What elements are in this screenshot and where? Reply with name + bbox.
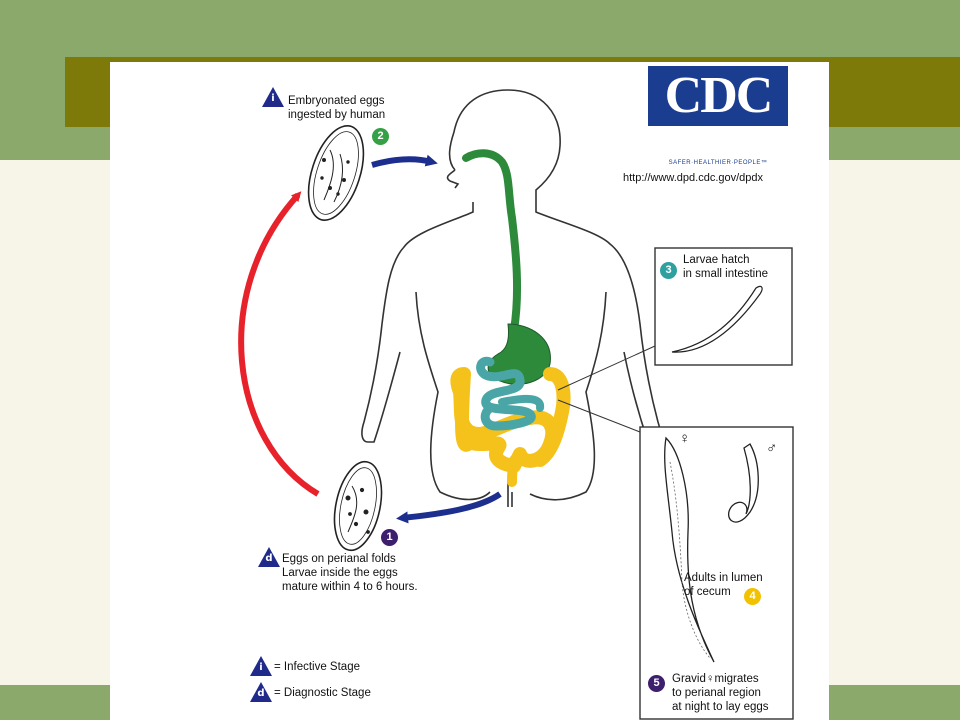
pinworm-life-cycle-figure: CDC SAFER·HEALTHIER·PEOPLE™ http://www.d… <box>110 62 829 720</box>
legend-infective-icon: i <box>250 656 272 676</box>
larva <box>671 285 763 353</box>
step-3-badge: 3 <box>660 262 677 279</box>
larva-pointer <box>557 345 656 391</box>
source-url[interactable]: http://www.dpd.cdc.gov/dpdx <box>623 172 764 184</box>
step-1-badge: 1 <box>381 529 398 546</box>
step-1-label: Eggs on perianal folds Larvae inside the… <box>282 553 418 593</box>
step-3-label: Larvae hatch in small intestine <box>683 254 769 280</box>
cdc-logo: CDC <box>648 66 788 126</box>
legend-diagnostic-text: = Diagnostic Stage <box>274 687 371 699</box>
female-worm <box>664 436 715 663</box>
ingestion-arrow <box>371 154 438 168</box>
small-intestine-loops <box>498 394 544 412</box>
perianal-egg <box>333 460 383 552</box>
step-4-label: Adults in lumen of cecum <box>684 572 763 598</box>
step-2-badge: 2 <box>372 128 389 145</box>
embryonated-egg <box>307 125 365 221</box>
male-worm <box>727 443 759 523</box>
adults-pointer <box>557 399 641 433</box>
legend-infective-text: = Infective Stage <box>274 661 360 673</box>
deposit-arrow <box>396 491 502 524</box>
step-5-label: Gravid♀migrates to perianal region at ni… <box>672 673 769 713</box>
step-2-label: Embryonated eggs ingested by human <box>288 95 386 121</box>
larva-box <box>654 247 793 366</box>
legend-diagnostic-icon: d <box>250 682 272 702</box>
step-4-badge: 4 <box>744 588 761 605</box>
human-body-outline <box>361 89 661 507</box>
step-5-badge: 5 <box>648 675 665 692</box>
esophagus <box>462 149 522 334</box>
diagnostic-stage-icon: d <box>258 547 280 567</box>
large-intestine-right <box>533 367 571 467</box>
infective-stage-icon: i <box>262 87 284 107</box>
life-cycle-diagram <box>238 89 794 720</box>
male-symbol: ♂ <box>766 440 778 457</box>
female-symbol: ♀ <box>679 430 691 447</box>
cdc-tagline: SAFER·HEALTHIER·PEOPLE™ <box>668 160 768 166</box>
small-intestine <box>476 356 536 431</box>
cycle-arrow <box>238 191 320 497</box>
rectum <box>507 455 519 487</box>
